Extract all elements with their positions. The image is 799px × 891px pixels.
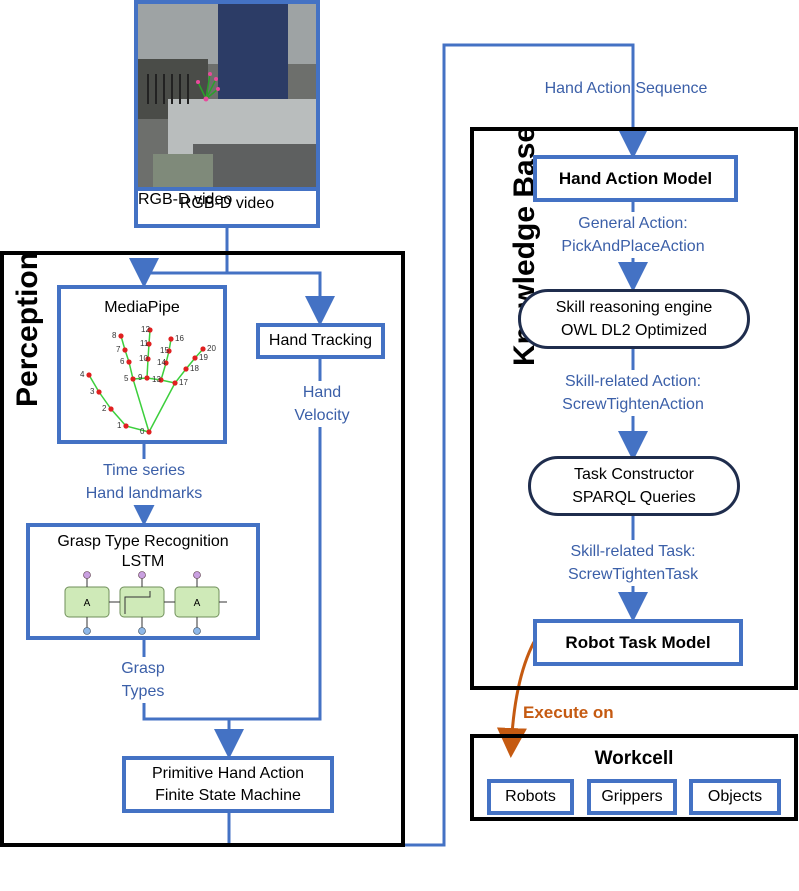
fsm-box: Primitive Hand Action Finite State Machi… — [122, 756, 334, 813]
hand-bone — [132, 378, 150, 433]
hand-landmark-point — [123, 423, 129, 429]
grasp-recognition-title: Grasp Type Recognition — [57, 533, 229, 550]
hand-landmark-point — [146, 341, 152, 347]
hand-landmark-number: 15 — [160, 346, 169, 355]
hand-landmark-point — [96, 389, 102, 395]
hand-landmark-number: 18 — [190, 364, 199, 373]
hand-landmark-point — [147, 327, 153, 333]
general-action-label: General Action: PickAndPlaceAction — [548, 212, 718, 258]
hand-landmark-number: 13 — [152, 375, 161, 384]
hand-landmark-number: 19 — [199, 353, 208, 362]
hand-landmark-point — [86, 372, 92, 378]
video-label: RGB-D video — [138, 187, 316, 208]
video-label-text: RGB-D video — [179, 195, 275, 212]
hand-landmark-point — [166, 348, 172, 354]
execute-on-label: Execute on — [523, 703, 614, 722]
skill-action-label: Skill-related Action: ScrewTightenAction — [540, 370, 726, 416]
hand-landmark-point — [163, 360, 169, 366]
grasp-recognition-box: Grasp Type Recognition LSTM A A — [26, 523, 260, 640]
hand-landmark-number: 14 — [157, 358, 166, 367]
hand-landmark-number: 7 — [116, 345, 121, 354]
perception-box — [0, 251, 405, 847]
hand-landmark-number: 5 — [124, 374, 129, 383]
fsm-line-2: Finite State Machine — [155, 786, 301, 804]
hand-landmark-number: 12 — [141, 325, 150, 334]
hand-tracking-box: Hand Tracking — [256, 323, 385, 359]
hand-landmark-number: 2 — [102, 404, 107, 413]
hand-landmark-point — [172, 380, 178, 386]
grasp-recognition-subtitle: LSTM — [121, 553, 165, 570]
hand-landmark-number: 11 — [140, 339, 149, 348]
perception-title: Perception — [11, 251, 44, 407]
hand-bone — [98, 391, 112, 410]
hand-tracking-label: Hand Tracking — [268, 332, 373, 349]
hand-landmark-number: 8 — [112, 331, 117, 340]
hand-action-model-box: Hand Action Model — [533, 155, 738, 202]
hand-bone — [128, 361, 134, 380]
skill-task-label: Skill-related Task: ScrewTightenTask — [548, 540, 718, 586]
hand-landmark-number: 1 — [117, 421, 122, 430]
hand-bone — [148, 382, 176, 433]
hand-landmark-point — [200, 346, 206, 352]
workcell-item-grippers: Grippers — [587, 779, 677, 815]
lstm-cell-label-3: A — [194, 598, 201, 609]
fsm-line-1: Primitive Hand Action — [151, 764, 305, 782]
handtracking-to-merge-line — [229, 356, 322, 721]
workcell-item-robots: Robots — [487, 779, 574, 815]
hand-bone — [174, 368, 187, 384]
task-constructor-pill: Task Constructor SPARQL Queries — [528, 456, 740, 516]
hand-landmark-number: 6 — [120, 357, 125, 366]
hand-landmark-number: 4 — [80, 370, 85, 379]
hand-landmark-point — [145, 356, 151, 362]
fsm-to-kb-arrow — [227, 43, 648, 847]
hand-landmark-number: 10 — [139, 354, 148, 363]
grasp-types-label: Grasp Types — [108, 657, 178, 703]
lstm-cell-label-1: A — [84, 598, 91, 609]
hand-landmark-point — [144, 375, 150, 381]
hand-landmark-number: 17 — [179, 378, 188, 387]
hand-landmark-point — [146, 429, 152, 435]
hand-action-sequence-label: Hand Action Sequence — [544, 80, 708, 97]
hand-landmark-number: 0 — [140, 427, 145, 436]
mediapipe-title: MediaPipe — [104, 299, 180, 316]
hand-landmark-number: 16 — [175, 334, 184, 343]
split-to-mediapipe-arrow — [129, 258, 227, 288]
hand-bone — [146, 358, 149, 379]
workcell-box: Workcell — [470, 734, 798, 821]
hand-landmark-number: 3 — [90, 387, 95, 396]
skill-engine-pill: Skill reasoning engine OWL DL2 Optimized — [518, 289, 750, 349]
hand-velocity-label: Hand Velocity — [282, 381, 362, 427]
robot-task-model-box: Robot Task Model — [533, 619, 743, 666]
hand-landmark-number: 9 — [138, 373, 143, 382]
lstm-diagram: A A — [64, 571, 227, 635]
hand-bone — [125, 425, 150, 433]
hand-landmark-point — [108, 406, 114, 412]
hand-landmark-number: 20 — [207, 344, 216, 353]
hand-landmark-point — [192, 355, 198, 361]
workcell-title: Workcell — [594, 748, 674, 769]
hand-landmark-point — [122, 347, 128, 353]
video-frame: RGB-D video — [134, 0, 320, 228]
hand-bone — [110, 408, 127, 427]
hand-landmark-point — [130, 376, 136, 382]
lstm-cell-2 — [119, 586, 165, 618]
hand-landmark-point — [168, 336, 174, 342]
video-thumbnail — [138, 4, 316, 187]
workcell-item-objects: Objects — [689, 779, 781, 815]
hand-bone — [88, 374, 100, 393]
knowledge-base-box — [470, 127, 798, 690]
hand-landmark-point — [118, 333, 124, 339]
time-series-label: Time series Hand landmarks — [84, 459, 204, 505]
hand-landmark-point — [158, 377, 164, 383]
hand-landmark-point — [183, 366, 189, 372]
hand-bone — [160, 362, 167, 381]
split-to-handtracking-arrow — [227, 271, 335, 326]
hand-landmark-point — [126, 359, 132, 365]
